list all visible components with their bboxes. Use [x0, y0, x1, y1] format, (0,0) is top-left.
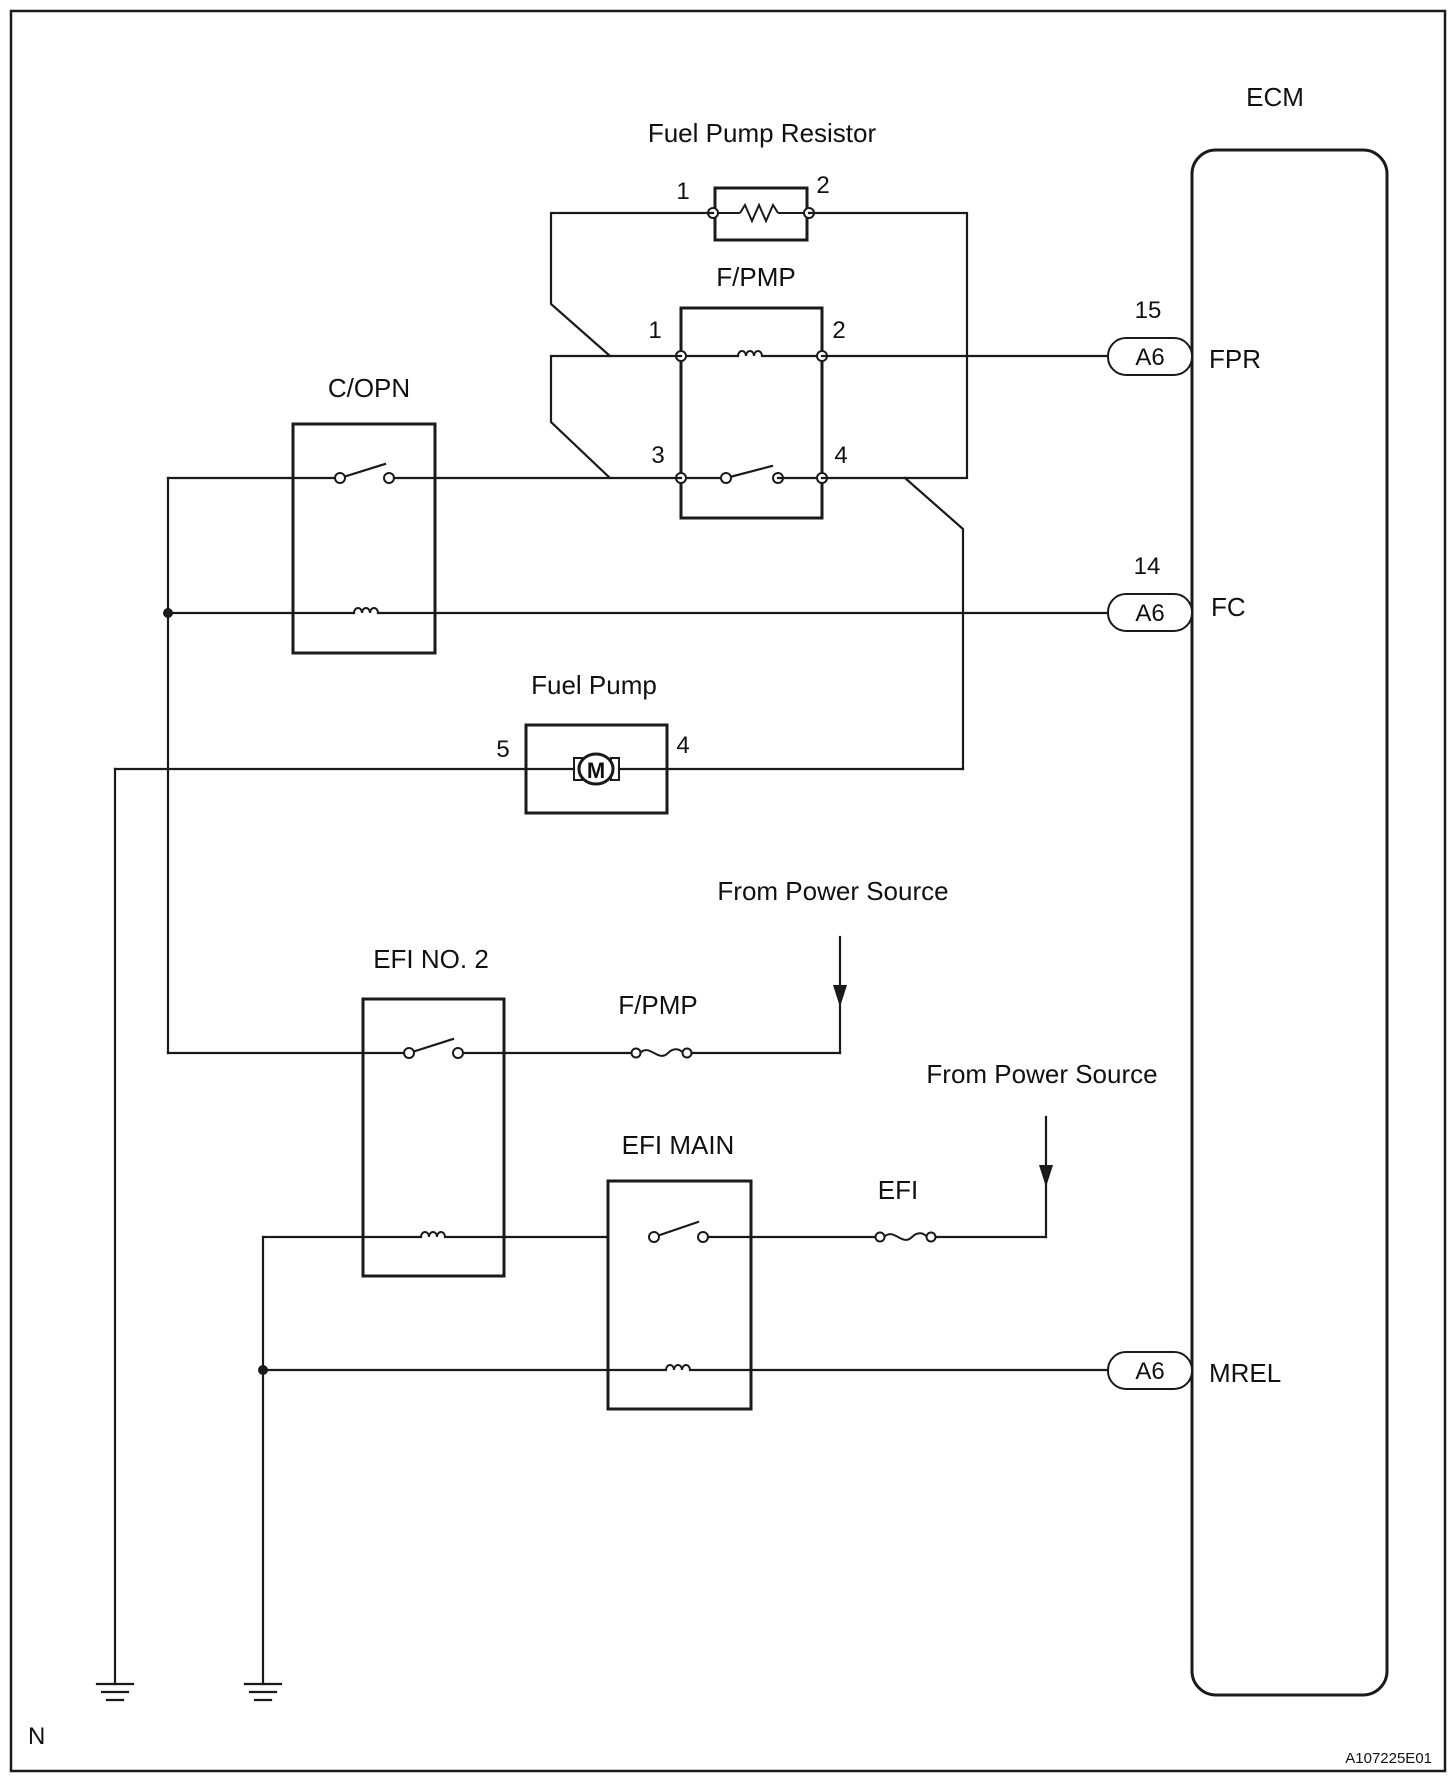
ecm-pin-14: 14	[1134, 553, 1161, 580]
svg-text:A6: A6	[1135, 1358, 1164, 1385]
fpmp-pin-4: 4	[834, 442, 847, 469]
fpmp-fuse-icon	[630, 1047, 693, 1059]
fpmp-pin-3: 3	[651, 442, 664, 469]
ground-icon	[243, 1682, 283, 1702]
resistor-pin-1: 1	[676, 178, 689, 205]
resistor-zigzag-icon	[739, 202, 779, 224]
fuel-pump-resistor-label: Fuel Pump Resistor	[648, 118, 877, 148]
efi-no2-relay-switch-icon	[407, 1037, 455, 1055]
fpmp-pin-1: 1	[648, 317, 661, 344]
ecm-terminal-mrel: A6	[1107, 1351, 1193, 1390]
figure-id: A107225E01	[1345, 1750, 1432, 1767]
ground-icon	[95, 1682, 135, 1702]
svg-text:A6: A6	[1135, 344, 1164, 371]
copn-relay-switch-icon	[338, 462, 387, 480]
pump-pin-4: 4	[676, 732, 689, 759]
power-arrow-icon	[1039, 1165, 1053, 1187]
efi-main-relay-switch-icon	[652, 1220, 700, 1239]
ecm-terminal-fpr: A6	[1107, 337, 1193, 376]
junction-dot	[258, 1365, 268, 1375]
efi-no2-relay-box	[361, 997, 506, 1278]
copn-relay-coil-icon	[353, 607, 379, 614]
ecm-label: ECM	[1246, 82, 1304, 112]
from-power-source-label-1: From Power Source	[717, 876, 948, 906]
ecm-signal-mrel: MREL	[1209, 1358, 1281, 1388]
diagram-frame	[9, 9, 1447, 1773]
wire-fpmp4-to-pump4	[903, 476, 965, 771]
fuel-pump-label: Fuel Pump	[531, 670, 657, 700]
copn-relay-box	[291, 422, 437, 655]
pump-pin-5: 5	[496, 736, 509, 763]
fpmp-pin-2: 2	[832, 317, 845, 344]
ecm-terminal-fc: A6	[1107, 593, 1193, 632]
svg-text:A6: A6	[1135, 600, 1164, 627]
resistor-pin-2: 2	[816, 172, 829, 199]
efi-main-relay-coil-icon	[665, 1364, 691, 1371]
fpmp-relay-label: F/PMP	[716, 262, 795, 292]
fpmp-relay-box	[679, 306, 824, 520]
wire-resistor2-to-fpmp4	[807, 211, 969, 480]
motor-icon: M	[573, 752, 620, 786]
efi-main-relay-box	[606, 1179, 753, 1411]
ecm-signal-fpr: FPR	[1209, 344, 1261, 374]
efi-main-relay-label: EFI MAIN	[622, 1130, 735, 1160]
fpmp-fuse-label: F/PMP	[618, 990, 697, 1020]
efi-no2-relay-coil-icon	[420, 1231, 446, 1238]
svg-text:M: M	[587, 758, 605, 783]
ecm-pin-15: 15	[1135, 297, 1162, 324]
fuel-pump-resistor	[707, 186, 815, 242]
fpmp-relay-switch-icon	[724, 464, 774, 480]
corner-label-n: N	[28, 1723, 45, 1750]
wire-resistor1-to-fpmp1	[549, 211, 715, 358]
copn-relay-label: C/OPN	[328, 373, 410, 403]
ecm-signal-fc: FC	[1211, 592, 1246, 622]
wire-fpmp1-loop-to-fpmp3	[549, 354, 683, 480]
efi-fuse-icon	[874, 1231, 937, 1243]
junction-dot	[163, 608, 173, 618]
efi-fuse-label: EFI	[878, 1175, 918, 1205]
from-power-source-label-2: From Power Source	[926, 1059, 1157, 1089]
efi-no2-relay-label: EFI NO. 2	[373, 944, 489, 974]
power-arrow-icon	[833, 985, 847, 1007]
fpmp-relay-coil-icon	[737, 350, 763, 357]
ecm-block	[1190, 148, 1389, 1697]
